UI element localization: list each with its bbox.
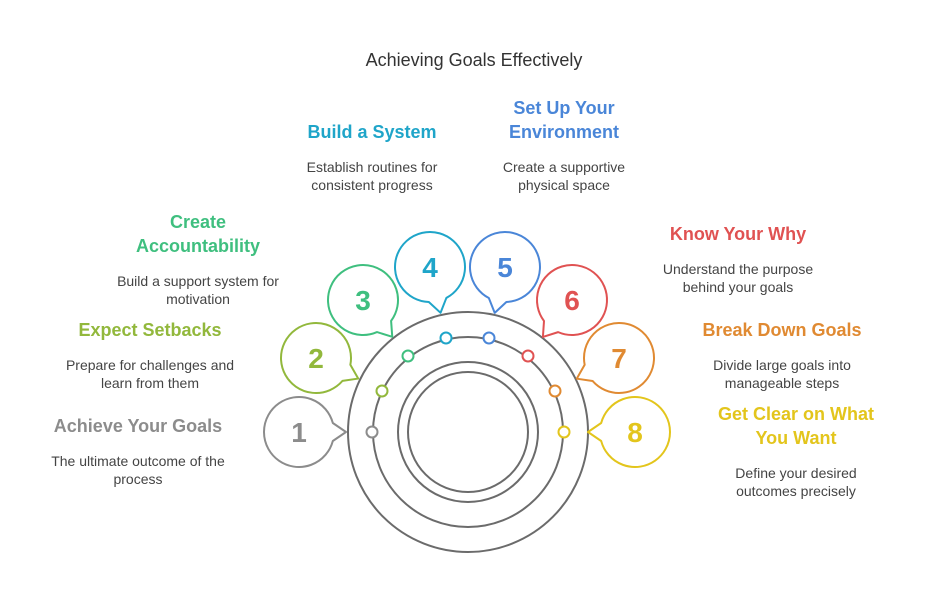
step-3-bubble: 3 xyxy=(327,264,399,338)
step-7-bubble: 7 xyxy=(575,322,655,394)
step-7-text: Break Down Goals Divide large goals into… xyxy=(680,318,884,392)
inner-ring xyxy=(407,371,529,493)
step-3-number: 3 xyxy=(355,285,371,316)
step-1-number: 1 xyxy=(291,417,307,448)
step-5-dot xyxy=(482,331,496,345)
middle-ring xyxy=(397,361,539,503)
diagram-title: Achieving Goals Effectively xyxy=(365,50,583,70)
step-8-number: 8 xyxy=(627,417,643,448)
concentric-rings xyxy=(347,311,589,553)
step-6-bubble: 6 xyxy=(536,264,608,338)
step-2-bubble: 2 xyxy=(280,322,360,394)
step-2-bubble-shape xyxy=(280,322,360,394)
step-5-number: 5 xyxy=(497,252,513,283)
step-6-description: Understand the purpose behind your goals xyxy=(662,261,814,295)
step-3-bubble-shape xyxy=(327,264,399,338)
step-3-dot xyxy=(401,349,415,363)
step-1-heading: Achieve Your Goals xyxy=(53,416,223,436)
step-2-heading: Expect Setbacks xyxy=(78,320,222,340)
step-5-heading: Set Up Your Environment xyxy=(508,98,619,142)
step-7-number: 7 xyxy=(611,343,627,374)
step-2-text: Expect Setbacks Prepare for challenges a… xyxy=(48,318,252,392)
step-4-number: 4 xyxy=(422,252,438,283)
step-1-bubble: 1 xyxy=(263,396,347,468)
step-7-dot xyxy=(548,384,562,398)
step-4-bubble: 4 xyxy=(394,231,466,314)
step-7-description: Divide large goals into manageable steps xyxy=(713,357,851,391)
step-4-dot xyxy=(439,331,453,345)
step-8-description: Define your desired outcomes precisely xyxy=(735,465,857,499)
step-6-heading: Know Your Why xyxy=(669,224,807,244)
step-1-bubble-shape xyxy=(263,396,347,468)
outer-ring xyxy=(347,311,589,553)
step-6-number: 6 xyxy=(564,285,580,316)
step-1-description: The ultimate outcome of the process xyxy=(51,453,225,487)
step-3-text: Create Accountability Build a support sy… xyxy=(96,210,300,308)
step-8-bubble: 8 xyxy=(587,396,671,468)
step-3-heading: Create Accountability xyxy=(135,212,260,256)
step-1-text: Achieve Your Goals The ultimate outcome … xyxy=(36,414,240,488)
step-5-text: Set Up Your Environment Create a support… xyxy=(462,96,666,194)
step-4-text: Build a System Establish routines for co… xyxy=(270,120,474,194)
step-dots xyxy=(365,331,571,439)
step-6-bubble-shape xyxy=(536,264,608,338)
step-8-dot xyxy=(557,425,571,439)
step-4-heading: Build a System xyxy=(307,122,437,142)
dot-track-ring xyxy=(372,336,564,528)
step-1-dot xyxy=(365,425,379,439)
step-5-description: Create a supportive physical space xyxy=(502,159,626,193)
step-3-description: Build a support system for motivation xyxy=(117,273,279,307)
step-7-bubble-shape xyxy=(575,322,655,394)
step-6-dot xyxy=(521,349,535,363)
step-8-text: Get Clear on What You Want Define your d… xyxy=(694,402,898,500)
step-8-heading: Get Clear on What You Want xyxy=(717,404,874,448)
step-5-bubble: 5 xyxy=(469,231,541,314)
step-5-bubble-shape xyxy=(469,231,541,314)
step-2-dot xyxy=(375,384,389,398)
step-2-number: 2 xyxy=(308,343,324,374)
step-8-bubble-shape xyxy=(587,396,671,468)
step-2-description: Prepare for challenges and learn from th… xyxy=(65,357,235,391)
step-6-text: Know Your Why Understand the purpose beh… xyxy=(636,222,840,296)
step-7-heading: Break Down Goals xyxy=(702,320,862,340)
step-4-description: Establish routines for consistent progre… xyxy=(306,159,438,193)
step-4-bubble-shape xyxy=(394,231,466,314)
